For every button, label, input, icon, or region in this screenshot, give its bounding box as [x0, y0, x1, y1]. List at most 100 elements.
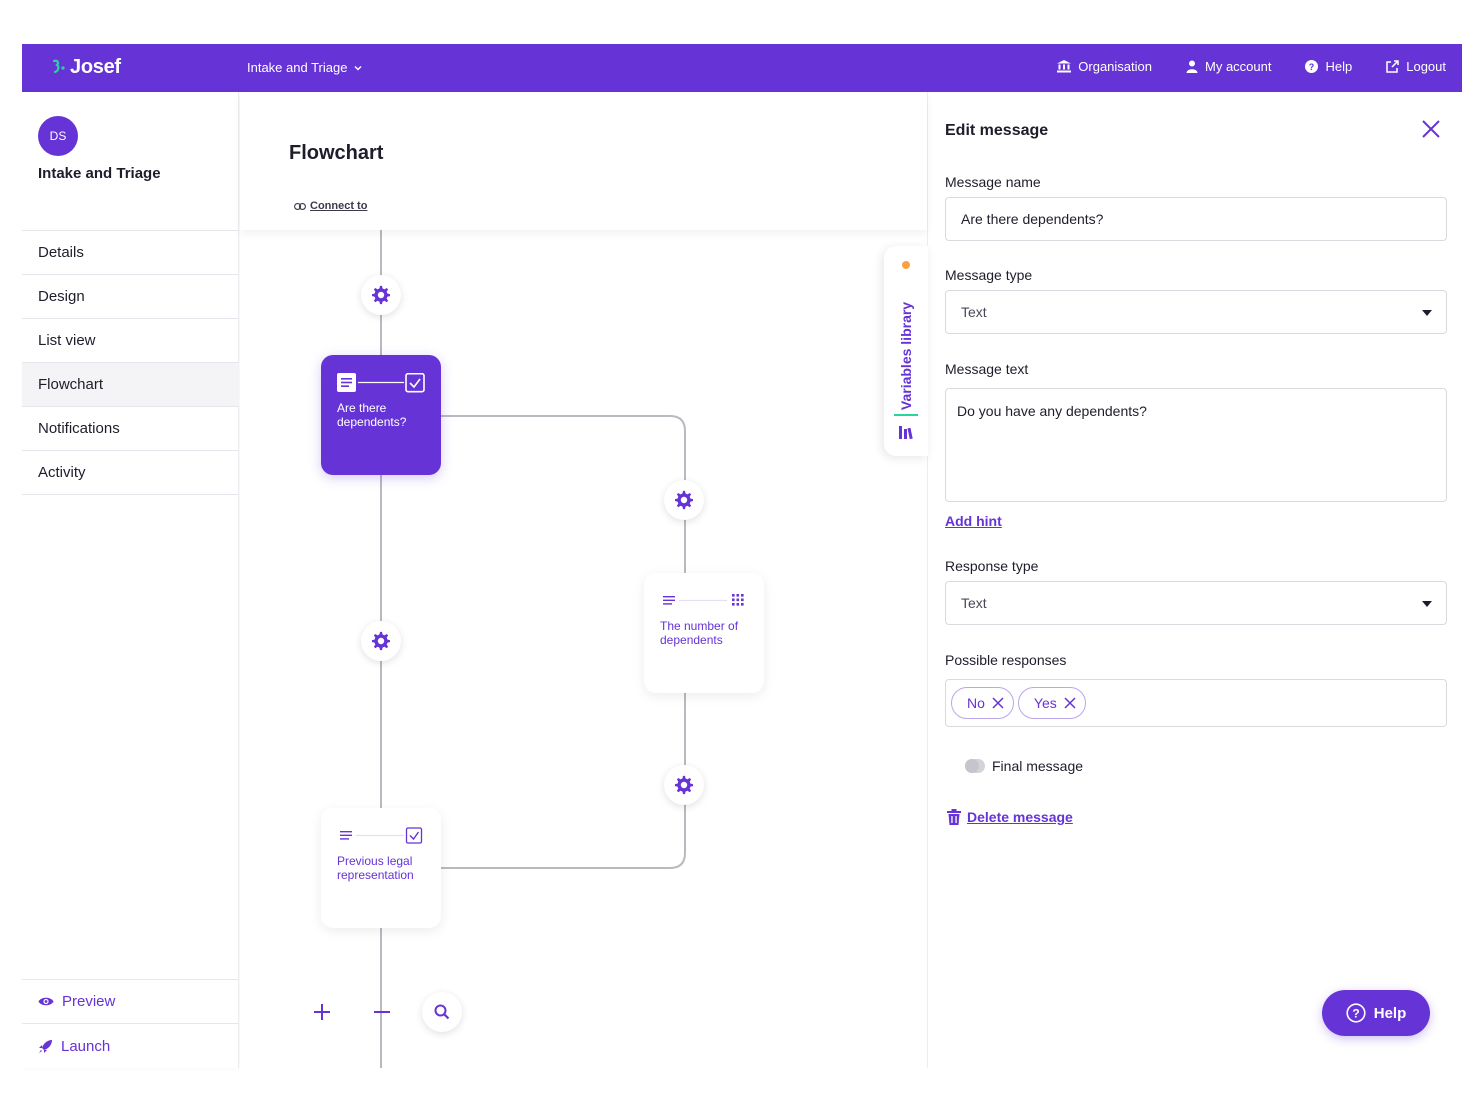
message-text-textarea[interactable]: Do you have any dependents?: [945, 388, 1447, 502]
chip-label: Yes: [1033, 695, 1057, 711]
connect-to-link[interactable]: Connect to: [294, 200, 367, 212]
message-text-value: Do you have any dependents?: [957, 403, 1147, 419]
organisation-link[interactable]: Organisation: [1057, 59, 1152, 74]
sidebar-item-details[interactable]: Details: [22, 231, 239, 275]
logo-mark-icon: [52, 59, 65, 73]
logo-text: Josef: [70, 56, 121, 78]
sidebar-item-label: Details: [38, 244, 84, 261]
launch-label: Launch: [61, 1037, 111, 1055]
chip-label: No: [967, 695, 985, 711]
response-type-label: Response type: [945, 558, 1039, 574]
sidebar-item-label: Flowchart: [38, 376, 104, 393]
node-settings-button[interactable]: [664, 480, 704, 520]
trash-icon: [947, 809, 961, 825]
project-switcher-label: Intake and Triage: [247, 60, 348, 75]
remove-icon[interactable]: [1063, 696, 1077, 710]
josef-logo[interactable]: Josef: [50, 56, 121, 79]
flowchart-header: Flowchart Connect to: [240, 92, 927, 230]
help-floating-label: Help: [1373, 1004, 1407, 1022]
project-switcher[interactable]: Intake and Triage: [247, 60, 363, 75]
sidebar-item-activity[interactable]: Activity: [22, 451, 239, 495]
response-chip[interactable]: Yes: [1017, 687, 1086, 719]
variables-library-label: Variables library: [898, 301, 914, 411]
preview-label: Preview: [62, 993, 116, 1010]
flow-node[interactable]: Previous legal representation: [321, 808, 441, 928]
svg-text:?: ?: [1352, 1007, 1359, 1021]
sidebar-item-design[interactable]: Design: [22, 275, 239, 319]
gear-icon: [675, 490, 693, 510]
page-title: Flowchart: [289, 142, 384, 164]
message-text-label: Message text: [945, 361, 1029, 377]
response-type-select[interactable]: Text: [945, 581, 1447, 625]
gear-icon: [675, 775, 693, 795]
remove-icon[interactable]: [991, 696, 1005, 710]
caret-down-icon: [1422, 601, 1432, 607]
notification-dot: [902, 261, 910, 269]
message-type-select[interactable]: Text: [945, 290, 1447, 334]
node-label: Previous legal representation: [337, 854, 414, 882]
caret-down-icon: [1422, 310, 1432, 316]
node-icons: [340, 827, 423, 844]
search-icon: [434, 1004, 450, 1020]
my-account-label: My account: [1205, 59, 1272, 74]
zoom-out-button[interactable]: [362, 992, 402, 1032]
top-nav: Organisation My account ? Help: [1057, 59, 1446, 74]
message-name-label: Message name: [945, 174, 1041, 190]
bank-icon: [1057, 60, 1072, 73]
sidebar-project-title: Intake and Triage: [38, 165, 161, 182]
sidebar-item-label: Notifications: [38, 420, 120, 437]
node-settings-button[interactable]: [664, 765, 704, 805]
help-label: Help: [1325, 59, 1353, 74]
library-icon: [899, 426, 913, 439]
response-chip[interactable]: No: [951, 687, 1014, 719]
my-account-link[interactable]: My account: [1186, 59, 1271, 74]
eye-icon: [38, 997, 54, 1006]
final-message-toggle[interactable]: [965, 759, 985, 773]
help-link[interactable]: ? Help: [1305, 59, 1352, 74]
rocket-icon: [39, 1039, 52, 1053]
close-icon[interactable]: [1420, 118, 1442, 140]
message-name-value: Are there dependents?: [961, 211, 1104, 227]
add-hint-link[interactable]: Add hint: [945, 513, 1002, 529]
edit-message-panel: Edit message Message name Are there depe…: [927, 92, 1462, 1068]
top-bar: Josef Intake and Triage Organisation: [22, 44, 1462, 92]
launch-button[interactable]: Launch: [22, 1024, 239, 1068]
app-frame: Josef Intake and Triage Organisation: [22, 44, 1462, 1068]
flowchart-canvas[interactable]: Are there dependents? The number of depe…: [240, 230, 927, 1068]
possible-responses-label: Possible responses: [945, 652, 1067, 668]
link-icon: [294, 202, 306, 210]
sidebar-item-label: Design: [38, 288, 85, 305]
node-settings-button[interactable]: [361, 275, 401, 315]
sidebar-actions: Preview Launch: [22, 979, 239, 1068]
node-settings-button[interactable]: [361, 621, 401, 661]
search-button[interactable]: [422, 992, 462, 1032]
sidebar-item-label: List view: [38, 332, 96, 349]
plus-icon: [314, 1004, 330, 1020]
user-icon: [1186, 60, 1198, 73]
flow-node-selected[interactable]: Are there dependents?: [321, 355, 441, 475]
avatar[interactable]: DS: [38, 116, 78, 156]
preview-button[interactable]: Preview: [22, 980, 239, 1024]
node-label: The number of dependents: [660, 619, 739, 647]
organisation-label: Organisation: [1078, 59, 1152, 74]
zoom-in-button[interactable]: [302, 992, 342, 1032]
message-name-input[interactable]: Are there dependents?: [945, 197, 1447, 241]
logout-link[interactable]: Logout: [1386, 59, 1446, 74]
delete-message-button[interactable]: Delete message: [947, 809, 1073, 825]
svg-text:?: ?: [1309, 62, 1315, 72]
help-floating-button[interactable]: ? Help: [1322, 990, 1430, 1036]
question-circle-icon: ?: [1346, 1003, 1366, 1023]
possible-responses-input[interactable]: No Yes: [945, 679, 1447, 727]
sidebar-item-label: Activity: [38, 464, 86, 481]
gear-icon: [372, 285, 390, 305]
chevron-down-icon: [354, 65, 362, 70]
node-icons: [337, 373, 425, 393]
response-type-value: Text: [961, 595, 987, 611]
variables-library-tab[interactable]: Variables library: [884, 246, 928, 456]
final-message-label: Final message: [992, 758, 1084, 774]
sidebar-item-list-view[interactable]: List view: [22, 319, 239, 363]
sidebar-item-flowchart[interactable]: Flowchart: [22, 363, 239, 407]
logout-label: Logout: [1406, 59, 1446, 74]
sidebar-item-notifications[interactable]: Notifications: [22, 407, 239, 451]
flow-node[interactable]: The number of dependents: [644, 573, 764, 693]
